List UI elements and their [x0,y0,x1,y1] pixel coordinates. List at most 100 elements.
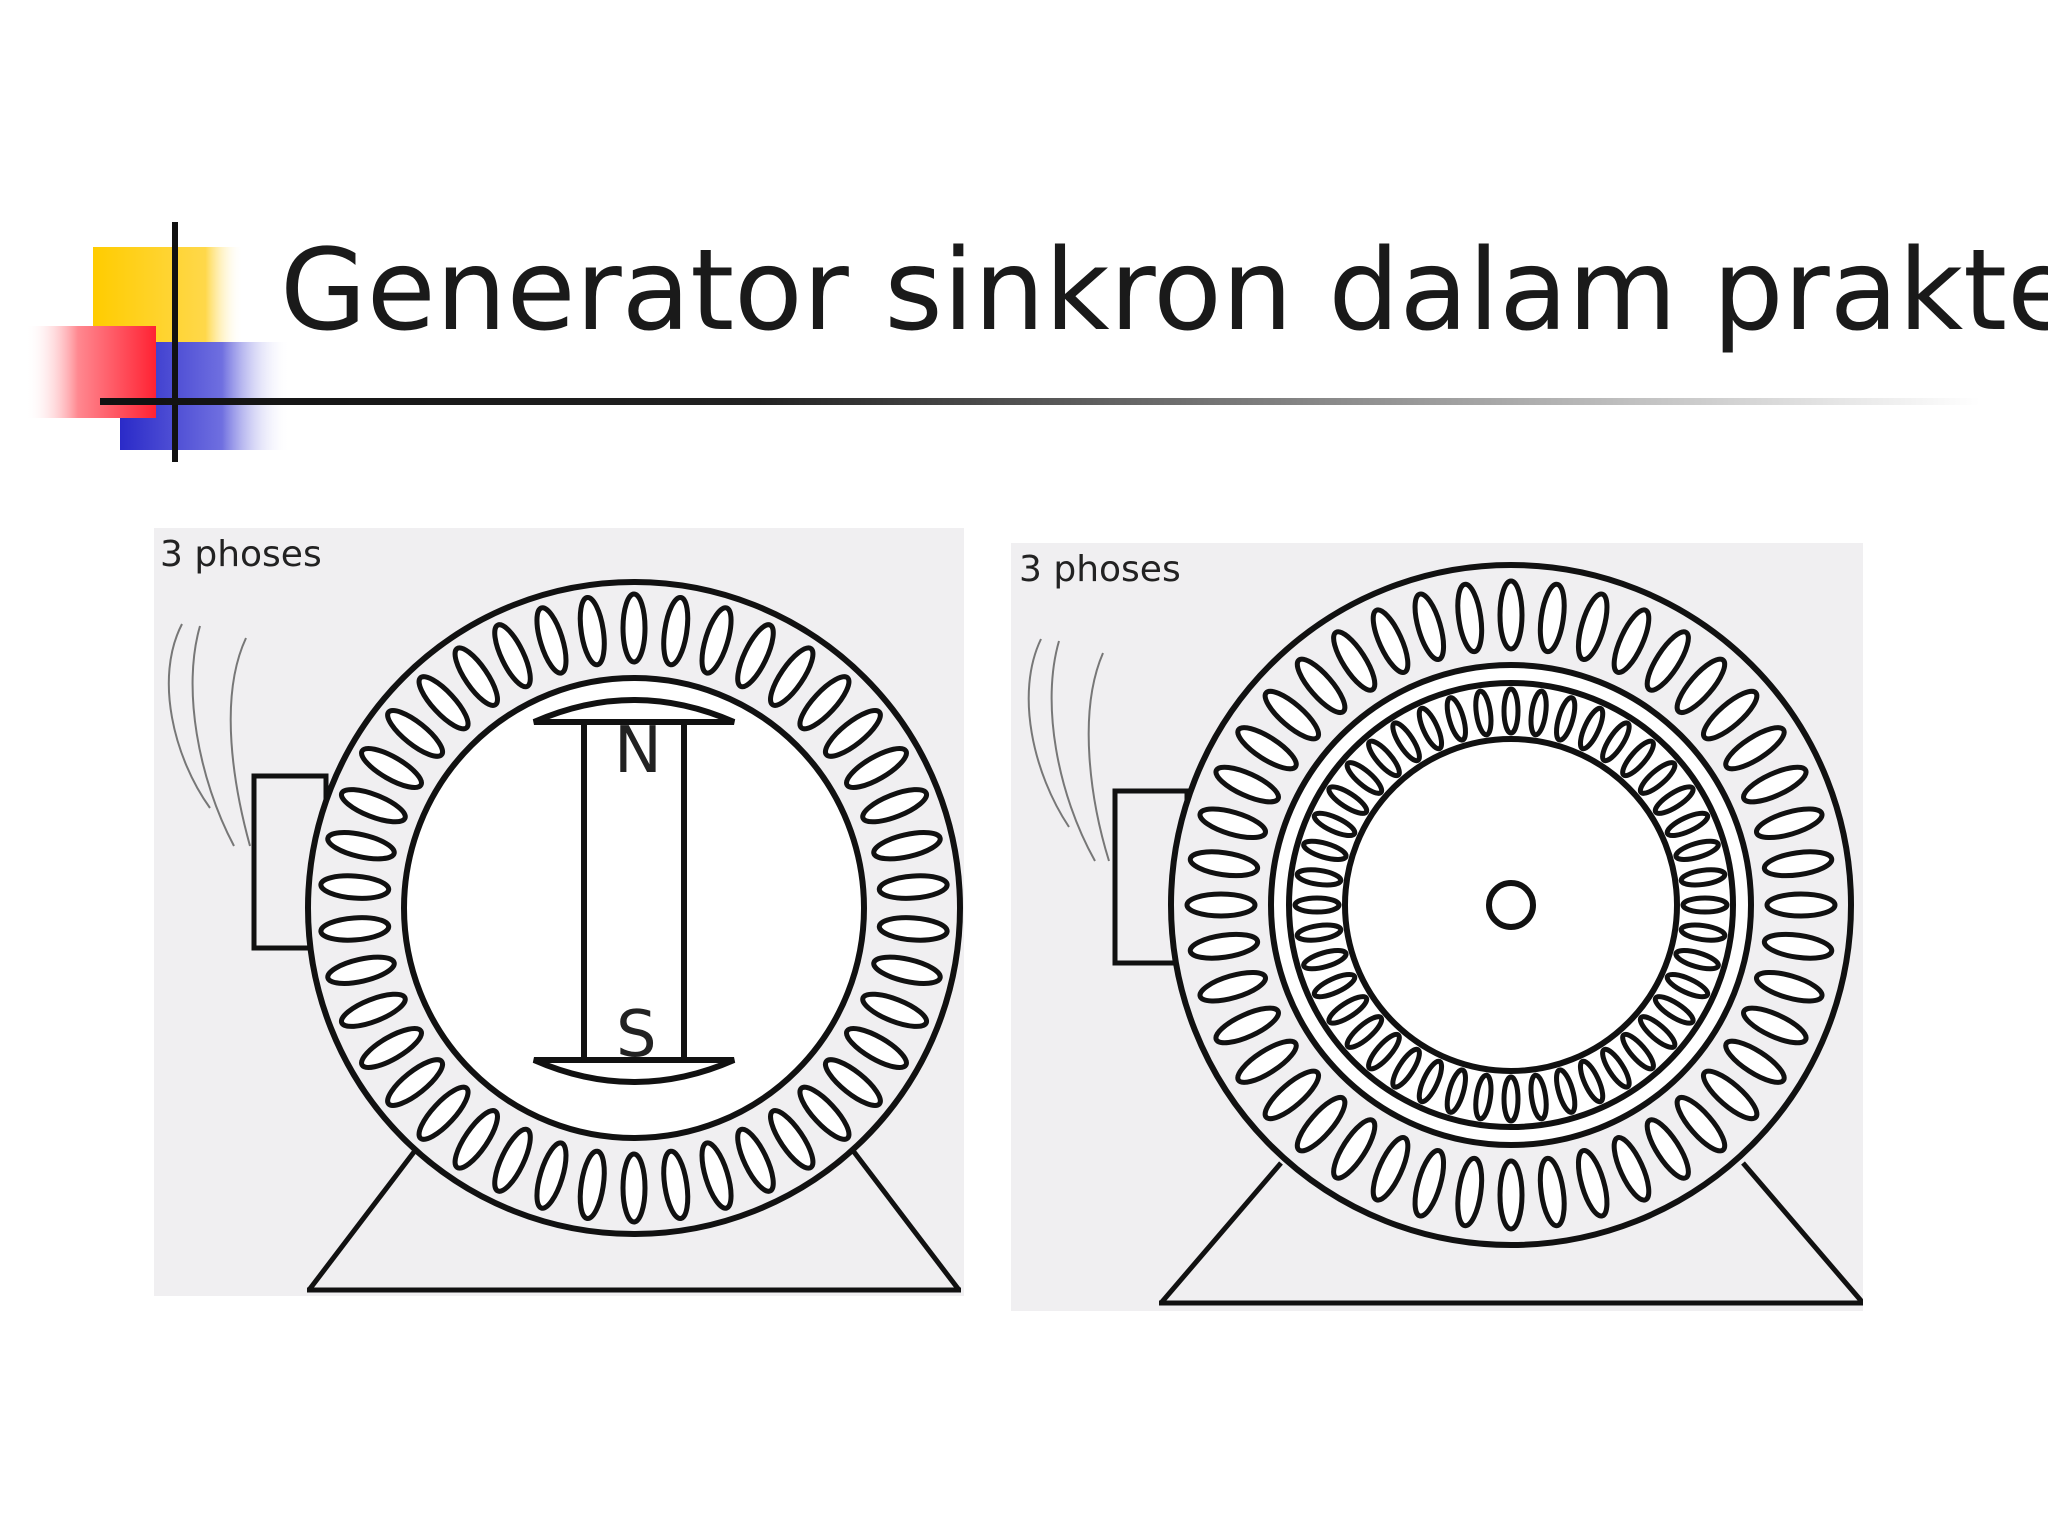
stator-slot [1741,1005,1809,1046]
rotor-slot [1473,1072,1494,1122]
stator-slot [338,787,408,825]
stator-slot [385,1057,446,1108]
stator-slot [661,1148,691,1222]
rotor-slot [1577,705,1606,752]
stator-slot [325,954,397,986]
rotor-slot [1680,895,1730,915]
rotor-slot [1600,720,1632,764]
title-underline [100,398,1980,405]
stator-slot [1753,806,1825,841]
stator-slot [359,1026,424,1070]
stator-slot [1412,1147,1447,1219]
stator-slot [1262,688,1322,742]
stator-slot [1537,581,1567,655]
stator-slot [452,645,500,708]
stator-slot [1611,1135,1652,1203]
stator-slot [1213,1005,1281,1046]
rotor-slot [1652,994,1696,1026]
rotor-slot [1344,1014,1385,1050]
stator-slot [1197,806,1269,841]
rotor-slot [1577,1058,1606,1105]
stator-slots [318,591,950,1225]
stator-slot [1412,591,1447,663]
stator-slot [1761,849,1835,879]
stator-slot [1700,688,1760,742]
stator-slot [1497,1158,1525,1232]
rotor-slot [1678,922,1728,943]
stator-slot [1674,1094,1728,1154]
salient-pole-generator-figure: 3 phoses N S [154,528,964,1296]
stator-slot [318,873,392,901]
stator-slot [797,1084,852,1142]
rotor-slot [1444,695,1468,743]
rotor-slot [1444,1067,1468,1115]
stator-slot [1723,725,1787,772]
stator-slot [338,991,408,1029]
rotor-slot [1344,760,1385,796]
rotor-slot [1673,948,1721,972]
stator-slot [871,830,943,862]
rotor-slot [1301,838,1349,862]
stator-slot [1294,656,1348,716]
rotor-slot [1678,867,1728,888]
stator-slot [822,708,883,759]
stator-slot [359,746,424,790]
stator-slot [860,991,930,1029]
cylindrical-rotor-generator-figure: 3 phoses [1011,543,1863,1311]
stator-slot [620,591,648,665]
rotor-slots [1292,686,1730,1124]
stator-slot [871,954,943,986]
stator-slot [661,594,691,668]
stator-slot [1370,1135,1411,1203]
stator-slot [1497,578,1525,652]
rotor-slot [1664,971,1711,1000]
rotor-slot [1637,1014,1678,1050]
rotor-slot [1528,688,1549,738]
stator-slot [534,1140,569,1211]
rotor-slot [1528,1072,1549,1122]
stator-slot [1370,607,1411,675]
rotor-slot [1600,1046,1632,1090]
stator-slot [492,1126,533,1194]
stator-slot [325,830,397,862]
stator-slot [1197,969,1269,1004]
stator-slot [797,674,852,732]
stator-slot [699,605,734,676]
stator-slot [1611,607,1652,675]
phases-label: 3 phoses [160,534,322,575]
stator-inner-bore [401,675,867,1141]
stator-slot [1575,591,1610,663]
stator-slot [1723,1038,1787,1085]
stator-slot [385,708,446,759]
stator-slot [1455,1155,1485,1229]
rotor-slot [1416,1058,1445,1105]
rotor-shaft [1486,880,1536,930]
rotor-slot [1473,688,1494,738]
rotor-slot [1326,784,1370,816]
salient-pole-rotor [532,697,736,1085]
rotor-slot [1390,720,1422,764]
stator-slot [735,1126,776,1194]
stator-slot [1235,1038,1299,1085]
stator-slots [1184,578,1838,1232]
rotor-slot [1673,838,1721,862]
stator-slot [1537,1155,1567,1229]
stator-slot [876,915,950,943]
stator-slot [416,674,471,732]
slide-title: Generator sinkron dalam praktek [280,226,2048,356]
stator-slot [1764,891,1838,919]
stator-slot [1235,725,1299,772]
stator-slot [577,1148,607,1222]
rotor-slot [1501,686,1521,736]
stator-slot [844,746,909,790]
rotor-slot [1554,695,1578,743]
phase-wires [167,623,251,847]
stator-slot [577,594,607,668]
stator-slot [1753,969,1825,1004]
rotor-slot [1390,1046,1422,1090]
stator-slot [844,1026,909,1070]
stator-slot [1575,1147,1610,1219]
north-pole-label: N [614,714,662,788]
stator-slot [699,1140,734,1211]
rotor-slot [1501,1074,1521,1124]
